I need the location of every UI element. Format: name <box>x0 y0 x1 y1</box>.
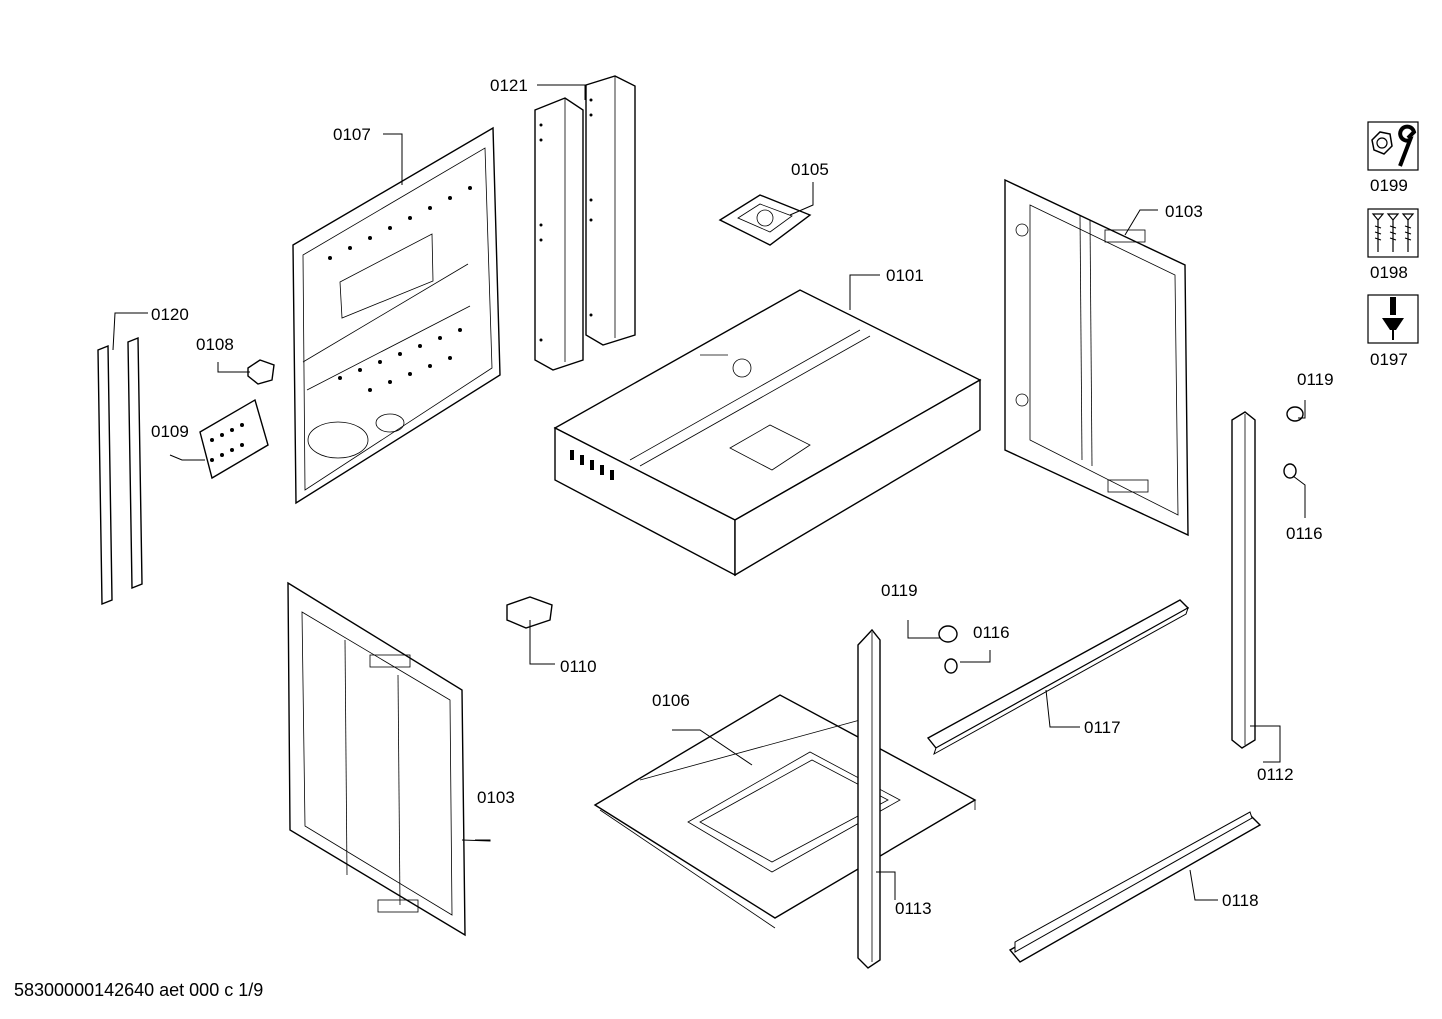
screws-icon <box>1367 208 1419 258</box>
label-0107: 0107 <box>333 125 371 144</box>
part-0107-back-panel <box>292 126 501 505</box>
part-0117-rail <box>926 599 1190 756</box>
part-0116-nut-right <box>1283 463 1297 479</box>
part-labels: 0121 0107 0105 0103 0101 0120 0108 0109 … <box>151 76 1334 918</box>
label-0103-right: 0103 <box>1165 202 1203 221</box>
part-0108-clip <box>247 359 275 385</box>
label-0119-right: 0119 <box>1297 370 1334 389</box>
label-0101: 0101 <box>886 266 924 285</box>
label-0109: 0109 <box>151 422 189 441</box>
leader-lines <box>112 84 1306 901</box>
label-0113: 0113 <box>895 899 932 918</box>
part-0101-top-housing <box>553 289 982 577</box>
label-0120: 0120 <box>151 305 189 324</box>
label-0116-center: 0116 <box>973 623 1010 642</box>
label-0117: 0117 <box>1084 718 1121 737</box>
part-0116-nut-center <box>944 658 958 674</box>
part-0110-connector <box>506 596 553 629</box>
part-0113-vertical-rail <box>857 628 881 969</box>
label-0105: 0105 <box>791 160 829 179</box>
part-0118-rail <box>1008 811 1262 963</box>
part-0119-knob-center <box>938 625 958 643</box>
part-0120-thin-bars <box>97 336 143 606</box>
part-0121-vertical-rails <box>534 75 636 371</box>
label-0119-center: 0119 <box>881 581 918 600</box>
part-0119-knob-right <box>1286 406 1304 422</box>
wrench-nut-icon <box>1367 121 1419 171</box>
part-0109-bracket <box>199 398 269 480</box>
document-reference-footer: 58300000142640 aet 000 c 1/9 <box>14 980 264 1000</box>
label-0121: 0121 <box>490 76 528 95</box>
part-0106-bottom-tray <box>593 694 977 929</box>
label-0106: 0106 <box>652 691 690 710</box>
part-0112-vertical-rail <box>1231 411 1256 749</box>
tool-label-0197: 0197 <box>1370 350 1408 369</box>
label-0116-right: 0116 <box>1286 524 1323 543</box>
part-0103-left-side-panel <box>287 581 466 937</box>
screwdriver-icon <box>1367 294 1419 344</box>
label-0112: 0112 <box>1257 765 1294 784</box>
label-0118: 0118 <box>1222 891 1259 910</box>
label-0110: 0110 <box>560 657 597 676</box>
part-0103-right-side-panel <box>1004 178 1189 537</box>
label-0103-left: 0103 <box>477 788 515 807</box>
part-0105-bracket <box>718 194 812 246</box>
label-0108: 0108 <box>196 335 234 354</box>
tool-label-0198: 0198 <box>1370 263 1408 282</box>
tool-legend: 0199 0198 <box>1367 121 1419 369</box>
tool-label-0199: 0199 <box>1370 176 1408 195</box>
